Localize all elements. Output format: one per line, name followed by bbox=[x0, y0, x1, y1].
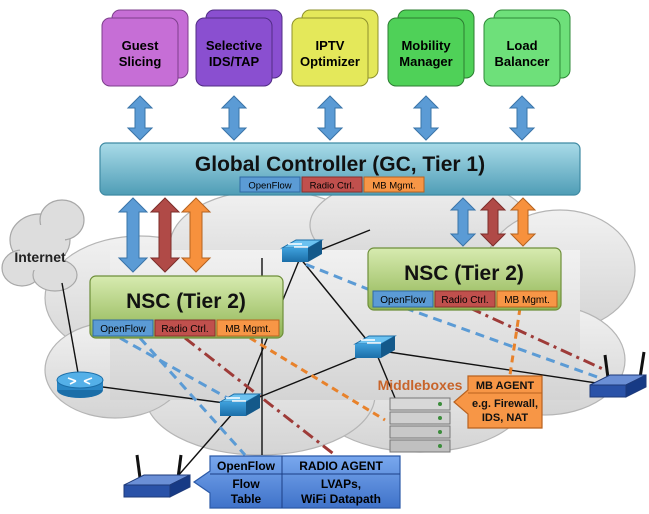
app-label-line2: Balancer bbox=[495, 54, 550, 69]
middleboxes-label: Middleboxes bbox=[378, 377, 463, 393]
wireless-ap-icon[interactable] bbox=[123, 454, 191, 498]
app-label-line2: Slicing bbox=[119, 54, 162, 69]
app-selective-ids-tap[interactable]: Selective IDS/TAP bbox=[195, 9, 283, 87]
router-icon[interactable] bbox=[56, 371, 104, 398]
mb-agent-line2: IDS, NAT bbox=[482, 412, 529, 424]
internet-cloud-icon bbox=[1, 199, 85, 292]
gc-nsc-left-arrows bbox=[117, 197, 212, 273]
gc-mb-badge bbox=[363, 176, 425, 193]
ap-radio-agent-header: RADIO AGENT bbox=[299, 459, 383, 473]
ap-radio-line1: LVAPs, bbox=[321, 477, 361, 491]
app-label-line1: Guest bbox=[122, 38, 160, 53]
global-controller[interactable]: Global Controller (GC, Tier 1) OpenFlow … bbox=[99, 142, 581, 196]
mb-control-links bbox=[249, 307, 522, 422]
nsc-right-radio-label: Radio Ctrl. bbox=[441, 295, 488, 306]
app-load-balancer[interactable]: Load Balancer bbox=[483, 9, 571, 87]
nsc-left-radio-badge bbox=[154, 319, 216, 337]
ap-flow-table-line1: Flow bbox=[232, 477, 260, 491]
app-mobility-manager[interactable]: Mobility Manager bbox=[387, 9, 475, 87]
ap-agent-table: OpenFlow RADIO AGENT Flow Table LVAPs, W… bbox=[192, 455, 401, 509]
nsc-left-radio-label: Radio Ctrl. bbox=[161, 324, 208, 335]
server-rack-icon[interactable] bbox=[389, 397, 451, 453]
gc-mb-label: MB Mgmt. bbox=[372, 181, 415, 192]
switch-icon[interactable] bbox=[280, 239, 324, 262]
app-guest-slicing[interactable]: Guest Slicing bbox=[101, 9, 189, 87]
internet-label: Internet bbox=[14, 249, 66, 265]
global-controller-title: Global Controller (GC, Tier 1) bbox=[195, 153, 485, 176]
radio-control-links bbox=[184, 306, 606, 457]
nsc-right-mb-label: MB Mgmt. bbox=[504, 295, 550, 306]
nsc-right[interactable]: NSC (Tier 2) OpenFlow Radio Ctrl. MB Mgm… bbox=[367, 247, 562, 311]
mb-agent-line1: e.g. Firewall, bbox=[472, 398, 538, 410]
nsc-right-openflow-badge bbox=[372, 290, 434, 308]
app-label-line2: IDS/TAP bbox=[209, 54, 260, 69]
nsc-left-mb-badge bbox=[216, 319, 280, 337]
app-iptv-optimizer[interactable]: IPTV Optimizer bbox=[291, 9, 379, 87]
switch-icon[interactable] bbox=[353, 335, 397, 358]
nsc-left-mb-label: MB Mgmt. bbox=[225, 324, 271, 335]
app-label-line1: Load bbox=[506, 38, 537, 53]
gc-radio-label: Radio Ctrl. bbox=[310, 181, 355, 192]
app-label-line1: IPTV bbox=[316, 38, 345, 53]
gc-openflow-label: OpenFlow bbox=[248, 181, 291, 192]
nsc-left[interactable]: NSC (Tier 2) OpenFlow Radio Ctrl. MB Mgm… bbox=[89, 275, 284, 339]
gc-openflow-badge bbox=[239, 176, 301, 193]
gc-nsc-right-arrows bbox=[449, 197, 537, 247]
ap-flow-table-line2: Table bbox=[231, 492, 262, 506]
switch-icon[interactable] bbox=[218, 393, 262, 416]
nsc-right-title: NSC (Tier 2) bbox=[404, 262, 524, 285]
ap-radio-line2: WiFi Datapath bbox=[301, 492, 381, 506]
app-label-line1: Selective bbox=[206, 38, 262, 53]
double-arrow-icon bbox=[126, 95, 536, 141]
nsc-left-openflow-label: OpenFlow bbox=[100, 324, 146, 335]
mb-agent-box[interactable]: MB AGENT e.g. Firewall, IDS, NAT bbox=[453, 375, 543, 429]
app-label-line1: Mobility bbox=[401, 38, 451, 53]
nsc-right-radio-badge bbox=[434, 290, 496, 308]
app-label-line2: Manager bbox=[399, 54, 452, 69]
app-label-line2: Optimizer bbox=[300, 54, 360, 69]
nsc-left-openflow-badge bbox=[92, 319, 154, 337]
ap-openflow-header: OpenFlow bbox=[217, 459, 276, 473]
gc-radio-badge bbox=[301, 176, 363, 193]
nsc-right-mb-badge bbox=[496, 290, 558, 308]
wireless-ap-icon[interactable] bbox=[589, 351, 647, 398]
nsc-right-openflow-label: OpenFlow bbox=[380, 295, 426, 306]
nsc-left-title: NSC (Tier 2) bbox=[126, 290, 246, 313]
mb-agent-title: MB AGENT bbox=[476, 380, 535, 392]
openflow-control-links bbox=[119, 260, 601, 457]
